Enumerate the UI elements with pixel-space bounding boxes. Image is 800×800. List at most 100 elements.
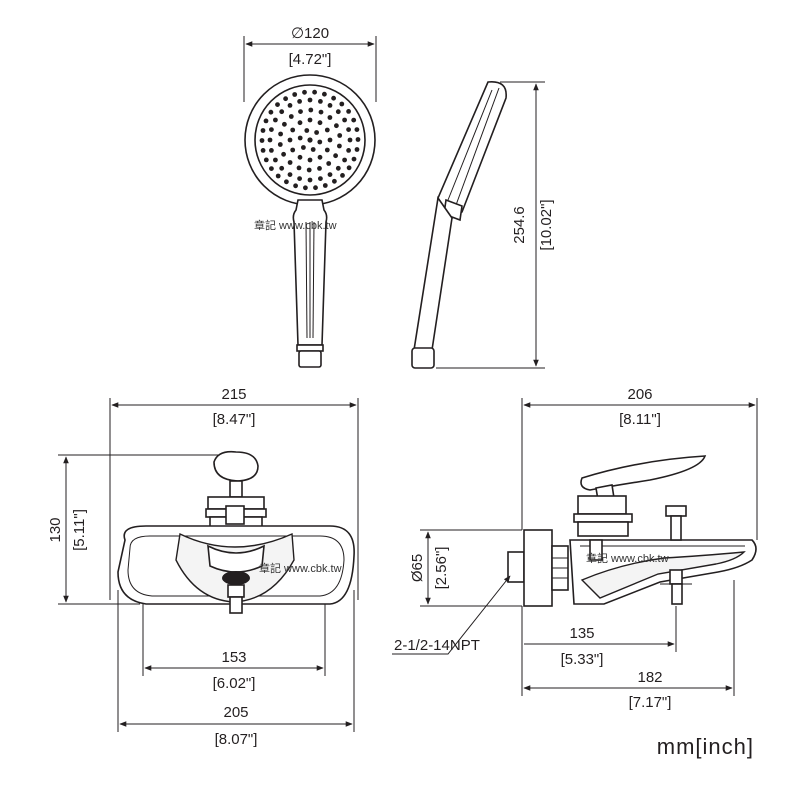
nozzle-dot — [281, 151, 286, 157]
shower-head-side-view: 254.6 [10.02"] — [411, 81, 555, 369]
nozzle-dot — [322, 183, 328, 188]
nozzle-dot — [283, 96, 288, 102]
nozzle-dot — [346, 109, 351, 114]
nozzle-dot — [346, 165, 352, 171]
nozzle-dot — [259, 138, 265, 143]
nozzle-dot — [326, 161, 332, 166]
nozzle-dot — [335, 165, 341, 171]
nozzle-dot — [342, 117, 347, 123]
nozzle-dot — [260, 128, 266, 133]
nozzle-dot — [331, 95, 336, 101]
nozzle-dot — [279, 165, 285, 171]
nozzle-dot — [354, 147, 360, 152]
side-flange-in: [2.56"] — [433, 547, 450, 590]
nozzle-dot — [293, 183, 298, 189]
nozzle-dot — [301, 145, 306, 150]
nozzle-dot — [275, 173, 281, 179]
nozzle-dot — [296, 165, 302, 171]
nozzle-dot — [314, 130, 319, 135]
side-length-top-mm: 206 — [627, 386, 652, 403]
front-mount-mm: 153 — [221, 649, 246, 666]
shower-length-in: [10.02"] — [538, 199, 555, 250]
nozzle-dot — [307, 177, 313, 183]
front-height-mm: 130 — [47, 517, 64, 542]
nozzle-dot — [333, 153, 338, 159]
side-flange-mm: Ø65 — [409, 554, 426, 582]
watermark-shower: 章記 www.cbk.tw — [254, 218, 337, 232]
nozzle-dot — [335, 109, 341, 115]
nozzle-dot — [318, 176, 323, 182]
side-thread-label: 2-1/2-14NPT — [394, 637, 480, 654]
nozzle-dot — [339, 101, 345, 107]
side-length-top-in: [8.11"] — [619, 411, 661, 428]
nozzle-dot — [287, 103, 293, 108]
watermark-side: 章記 www.cbk.tw — [586, 551, 669, 565]
nozzle-dot — [312, 89, 317, 95]
front-mount-in: [6.02"] — [213, 675, 256, 692]
units-label: mm[inch] — [657, 734, 754, 759]
nozzle-dot — [307, 97, 313, 103]
nozzle-dot — [279, 109, 285, 115]
nozzle-dot — [297, 120, 303, 126]
nozzle-dot — [317, 139, 323, 145]
nozzle-dot — [318, 99, 323, 104]
shower-diameter-in: [4.72"] — [289, 51, 332, 68]
side-outlet-in: [5.33"] — [561, 651, 604, 668]
nozzle-dot — [327, 115, 333, 120]
nozzle-dot — [304, 128, 310, 133]
nozzle-dot — [260, 148, 266, 153]
nozzle-dot — [318, 109, 324, 115]
nozzle-dot — [297, 135, 303, 141]
mixer-side-view: 206 [8.11"] 章記 www.cbk.tw Ø65 [2.56"] — [392, 386, 758, 711]
front-width-bottom-in: [8.07"] — [215, 731, 258, 748]
nozzle-dot — [292, 92, 298, 97]
nozzle-dot — [317, 166, 322, 171]
nozzle-dot — [337, 133, 343, 138]
nozzle-dot — [342, 157, 347, 163]
nozzle-dot — [317, 120, 323, 126]
front-width-bottom-mm: 205 — [223, 704, 248, 721]
nozzle-dot — [275, 102, 280, 107]
nozzle-dot — [287, 137, 293, 143]
spray-nozzles — [259, 89, 361, 191]
nozzle-dot — [297, 154, 303, 160]
nozzle-dot — [351, 117, 357, 123]
nozzle-dot — [307, 117, 313, 123]
nozzle-dot — [327, 172, 333, 178]
side-outlet-mm: 135 — [569, 625, 594, 642]
nozzle-dot — [327, 103, 333, 108]
nozzle-dot — [288, 114, 294, 119]
nozzle-dot — [306, 167, 312, 173]
nozzle-dot — [351, 156, 357, 162]
nozzle-dot — [284, 179, 289, 185]
front-height-in: [5.11"] — [71, 509, 88, 551]
nozzle-dot — [337, 143, 342, 149]
nozzle-dot — [327, 137, 333, 143]
nozzle-dot — [303, 185, 308, 191]
nozzle-dot — [287, 160, 293, 165]
nozzle-dot — [290, 127, 296, 133]
nozzle-dot — [313, 185, 318, 191]
nozzle-dot — [307, 157, 313, 163]
nozzle-dot — [302, 89, 307, 95]
nozzle-dot — [282, 121, 287, 127]
nozzle-dot — [267, 137, 273, 143]
nozzle-dot — [269, 148, 274, 153]
shower-head-front-view: ∅120 [4.72"] 章記 www.cbk.tw — [243, 25, 377, 368]
nozzle-dot — [287, 172, 293, 178]
nozzle-dot — [278, 131, 283, 137]
nozzle-dot — [322, 91, 327, 97]
nozzle-dot — [307, 137, 313, 143]
nozzle-dot — [346, 148, 351, 153]
nozzle-dot — [355, 137, 361, 142]
watermark-front: 章記 www.cbk.tw — [259, 561, 342, 575]
nozzle-dot — [263, 118, 269, 124]
nozzle-dot — [310, 147, 316, 152]
nozzle-dot — [324, 147, 330, 153]
nozzle-dot — [334, 123, 339, 129]
nozzle-dot — [273, 117, 278, 123]
nozzle-dot — [346, 127, 351, 132]
nozzle-dot — [277, 142, 283, 147]
nozzle-dot — [297, 99, 302, 104]
